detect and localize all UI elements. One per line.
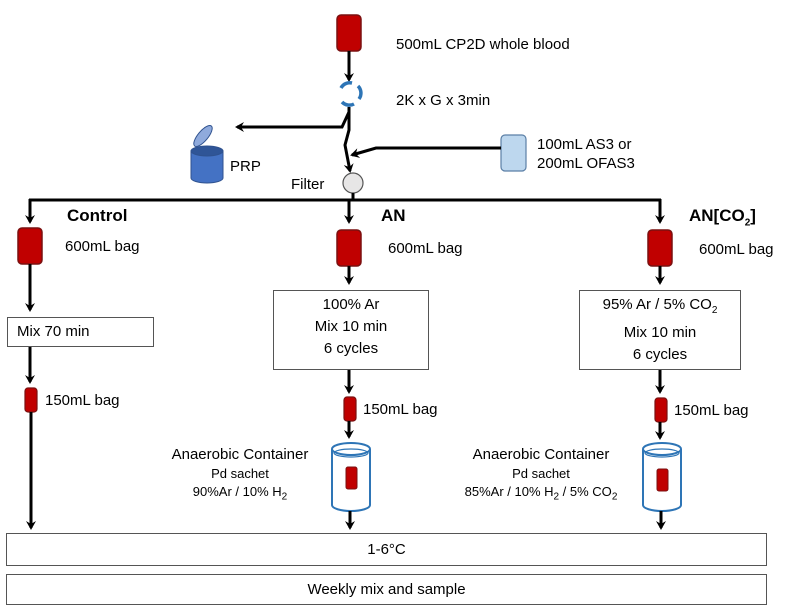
filter-label: Filter bbox=[291, 176, 325, 193]
whole-blood-bag-icon bbox=[336, 14, 362, 52]
control-600ml-label: 600mL bag bbox=[65, 238, 140, 255]
whole-blood-label: 500mL CP2D whole blood bbox=[396, 36, 570, 53]
additive-line-1: 100mL AS3 or bbox=[537, 136, 632, 153]
an-container-gas: 90%Ar / 10% H2 bbox=[192, 484, 288, 503]
prp-container-icon bbox=[190, 125, 224, 184]
centrifuge-icon bbox=[339, 81, 363, 107]
an-sachet-label: Pd sachet bbox=[211, 466, 269, 481]
anco2-sachet-label: Pd sachet bbox=[512, 466, 570, 481]
centrifuge-label: 2K x G x 3min bbox=[396, 92, 491, 109]
an-container-title: Anaerobic Container bbox=[171, 446, 309, 463]
control-150ml-label: 150mL bag bbox=[45, 392, 120, 409]
filter-icon bbox=[342, 172, 364, 194]
anco2-150ml-label: 150mL bag bbox=[674, 402, 749, 419]
anco2-process-box: 95% Ar / 5% CO2 Mix 10 min 6 cycles bbox=[579, 290, 741, 370]
an-arm-title: AN bbox=[381, 206, 406, 225]
anco2-container-title: Anaerobic Container bbox=[472, 446, 610, 463]
an-mix-text: Mix 10 min bbox=[314, 318, 388, 335]
an-150ml-bag-icon bbox=[343, 396, 357, 422]
anco2-150ml-bag-icon bbox=[654, 397, 668, 423]
anco2-cycles-text: 6 cycles bbox=[632, 346, 688, 363]
additive-solution-bag-icon bbox=[500, 134, 527, 172]
anco2-container-gas: 85%Ar / 10% H2 / 5% CO2 bbox=[464, 484, 618, 503]
an-gas-text: 100% Ar bbox=[322, 296, 380, 313]
control-150ml-bag-icon bbox=[24, 387, 38, 413]
anco2-gas-text: 95% Ar / 5% CO2 bbox=[602, 296, 718, 316]
arrow-additive-to-filter bbox=[350, 146, 501, 158]
anco2-mix-text: Mix 10 min bbox=[623, 324, 697, 341]
anco2-600ml-label: 600mL bag bbox=[699, 241, 774, 258]
an-600ml-label: 600mL bag bbox=[388, 240, 463, 257]
an-process-box: 100% Ar Mix 10 min 6 cycles bbox=[273, 290, 429, 370]
anco2-600ml-bag-icon bbox=[647, 229, 673, 267]
an-600ml-bag-icon bbox=[336, 229, 362, 267]
storage-bar: 1-6°C bbox=[6, 533, 767, 566]
control-600ml-bag-icon bbox=[17, 227, 43, 265]
weekly-sample-label: Weekly mix and sample bbox=[307, 581, 466, 598]
an-cycles-text: 6 cycles bbox=[323, 340, 379, 357]
control-arm-title: Control bbox=[67, 206, 128, 225]
prp-label: PRP bbox=[230, 158, 261, 175]
an-anaerobic-container-icon bbox=[331, 442, 371, 512]
arrow-centrifuge-to-filter bbox=[343, 107, 354, 173]
additive-line-2: 200mL OFAS3 bbox=[537, 155, 635, 172]
control-process-text: Mix 70 min bbox=[17, 323, 90, 340]
storage-label: 1-6°C bbox=[367, 541, 406, 558]
arrow-to-prp bbox=[235, 111, 351, 132]
anco2-arm-title: AN[CO2] bbox=[689, 206, 756, 229]
control-process-box: Mix 70 min bbox=[7, 317, 154, 347]
anco2-anaerobic-container-icon bbox=[642, 442, 682, 512]
an-150ml-label: 150mL bag bbox=[363, 401, 438, 418]
weekly-sample-bar: Weekly mix and sample bbox=[6, 574, 767, 605]
